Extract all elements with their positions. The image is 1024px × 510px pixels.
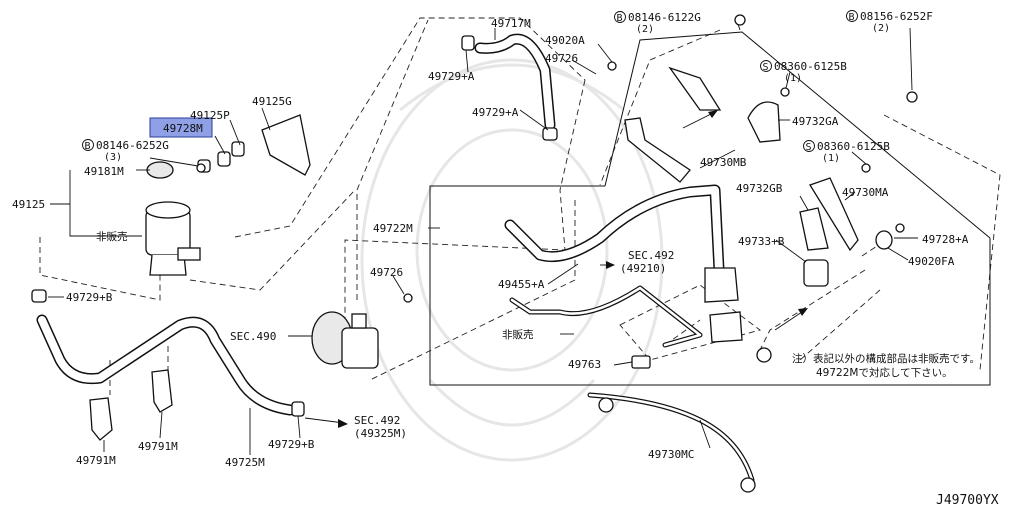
label-sec490[interactable]: SEC.490 (230, 330, 276, 343)
bracket-49125G (261, 114, 311, 176)
svg-text:(2): (2) (872, 23, 890, 34)
label-49791M-left[interactable]: 49791M (76, 454, 116, 467)
part-labels: 49717M 49020A 49726 49729+A 49729+A 4912… (12, 10, 999, 508)
clamps-49732GA-GB (747, 101, 829, 251)
label-49717M[interactable]: 49717M (491, 17, 531, 30)
bolts (196, 14, 918, 303)
svg-text:(1): (1) (784, 73, 802, 84)
label-49125P[interactable]: 49125P (190, 109, 230, 122)
label-49020A[interactable]: 49020A (545, 34, 585, 47)
pipe-assembly-frame-top (604, 31, 991, 239)
note-line-1: 注）表記以外の構成部品は非販売です。 (792, 352, 980, 365)
svg-text:08146-6252G: 08146-6252G (96, 139, 169, 152)
label-49181M[interactable]: 49181M (84, 165, 124, 178)
svg-text:(1): (1) (822, 153, 840, 164)
label-49791M-right[interactable]: 49791M (138, 440, 178, 453)
clamps (31, 35, 558, 417)
label-08146-6122G[interactable]: B 08146-6122G (2) (614, 11, 701, 35)
label-sec492-bottom-ref: (49325M) (354, 427, 407, 440)
grommet-49728A (875, 230, 893, 250)
highlight-49728M (149, 117, 213, 138)
label-49730MC[interactable]: 49730MC (648, 448, 694, 461)
prefix-s-icon: S (763, 62, 769, 73)
label-49020FA[interactable]: 49020FA (908, 255, 955, 268)
reservoir-tank-49181M (145, 161, 201, 276)
label-49722M[interactable]: 49722M (373, 222, 413, 235)
prefix-b-icon: B (85, 141, 91, 152)
label-08360-6125B-mid[interactable]: S 08360-6125B (1) (803, 140, 891, 164)
label-49730MA[interactable]: 49730MA (842, 186, 889, 199)
label-49729B-bottom[interactable]: 49729+B (268, 438, 315, 451)
lower-bracket-ends (598, 347, 772, 493)
svg-text:08156-6252F: 08156-6252F (860, 10, 933, 23)
lower-bracket-49730MC (587, 392, 755, 483)
note-line-2: 49722Mで対応して下さい。 (816, 366, 953, 379)
label-49729A-top[interactable]: 49729+A (428, 70, 475, 83)
leader-lines (48, 23, 918, 455)
sensor-49763 (631, 355, 651, 369)
pressure-hose-49722M (504, 184, 726, 296)
clips-49791M (89, 369, 173, 441)
label-49726-top[interactable]: 49726 (545, 52, 578, 65)
hose-49717M (474, 33, 556, 131)
watermark-emblem (360, 58, 664, 462)
brackets-49730MA-MB (624, 66, 859, 343)
label-49455A[interactable]: 49455+A (498, 278, 545, 291)
label-49728A[interactable]: 49728+A (922, 233, 969, 246)
svg-text:(3): (3) (104, 152, 122, 163)
label-49729A-mid[interactable]: 49729+A (472, 106, 519, 119)
label-49732GA[interactable]: 49732GA (792, 115, 839, 128)
label-49733B[interactable]: 49733+B (738, 235, 785, 248)
label-49125G[interactable]: 49125G (252, 95, 292, 108)
direction-arrows (304, 110, 808, 428)
label-49125[interactable]: 49125 (12, 198, 45, 211)
label-sec492-bottom[interactable]: SEC.492 (354, 414, 400, 427)
prefix-b-icon: B (849, 12, 855, 23)
label-49729B-left[interactable]: 49729+B (66, 291, 113, 304)
label-49728M[interactable]: 49728M (163, 122, 203, 135)
pressure-pipe (509, 285, 703, 348)
label-not-sold-mid[interactable]: 非販売 (502, 328, 534, 341)
label-49725M[interactable]: 49725M (225, 456, 265, 469)
label-08360-6125B-top[interactable]: S 08360-6125B (1) (760, 60, 848, 84)
label-sec492-mid-ref: (49210) (620, 262, 666, 275)
label-not-sold-left[interactable]: 非販売 (96, 230, 128, 243)
svg-text:(2): (2) (636, 24, 654, 35)
insulator-49733B (803, 259, 829, 287)
label-49726-mid[interactable]: 49726 (370, 266, 403, 279)
label-08156-6252F[interactable]: B 08156-6252F (2) (846, 10, 933, 34)
label-49730MB[interactable]: 49730MB (700, 156, 747, 169)
prefix-b-icon: B (617, 13, 623, 24)
svg-text:08360-6125B: 08360-6125B (817, 140, 890, 153)
svg-text:08146-6122G: 08146-6122G (628, 11, 701, 24)
diagram-code: J49700YX (936, 493, 999, 508)
power-steering-pump-sec490 (311, 311, 379, 369)
svg-text:08360-6125B: 08360-6125B (774, 60, 847, 73)
pipe-assembly-frame (429, 185, 991, 386)
return-hose-49725M (36, 314, 296, 416)
prefix-s-icon: S (806, 142, 812, 153)
label-08146-6252G[interactable]: B 08146-6252G (3) (82, 139, 169, 163)
label-sec492-mid[interactable]: SEC.492 (628, 249, 674, 262)
label-49763[interactable]: 49763 (568, 358, 601, 371)
label-49732GB[interactable]: 49732GB (736, 182, 783, 195)
